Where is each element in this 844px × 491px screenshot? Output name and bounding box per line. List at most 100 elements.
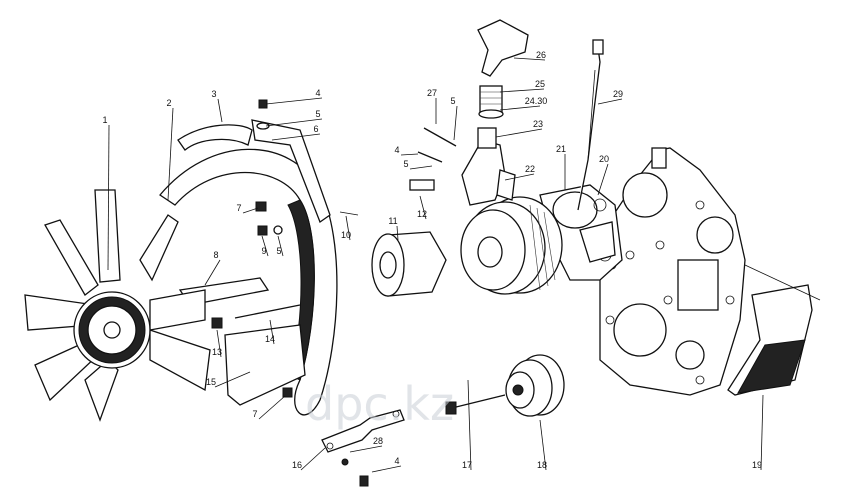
callout-7a: 7 (236, 203, 259, 214)
callout-18: 18 (537, 419, 547, 471)
fasteners (211, 99, 369, 487)
leader-line (258, 395, 286, 420)
fan-spacer-11 (371, 231, 447, 297)
leader-line (261, 235, 269, 257)
part-number-label: 5 (403, 159, 408, 169)
leader-line (409, 165, 433, 170)
callout-17: 17 (462, 379, 472, 471)
bolt-14 (234, 304, 301, 319)
leader-line (265, 97, 323, 105)
callout-12: 12 (417, 195, 427, 220)
leader-line (269, 319, 275, 345)
part-number-label: 12 (417, 209, 427, 219)
part-number-label: 7 (236, 203, 241, 213)
part-number-label: 5 (450, 96, 455, 106)
leader-line (217, 98, 223, 123)
leader-line (495, 128, 543, 138)
callout-26: 26 (513, 50, 546, 61)
part-number-label: 20 (599, 154, 609, 164)
part-number-label: 16 (292, 460, 302, 470)
callout-27: 27 (427, 88, 437, 124)
leader-line (300, 447, 326, 471)
idler-pulley-18 (505, 354, 565, 417)
leader-line (504, 173, 535, 181)
leader-line (271, 133, 321, 141)
part-number-label: 8 (213, 250, 218, 260)
part-number-label: 17 (462, 460, 472, 470)
callout-9: 9 (261, 235, 269, 257)
leader-line (277, 235, 284, 257)
leader-line (597, 98, 623, 105)
callout-5c: 5 (450, 96, 458, 141)
part-number-label: 5 (315, 109, 320, 119)
callout-5d: 5 (403, 159, 433, 170)
callout-19: 19 (752, 394, 764, 471)
part-number-label: 2 (166, 98, 171, 108)
callout-13: 13 (212, 329, 222, 358)
part-number-label: 13 (212, 347, 222, 357)
front-cover-housing (599, 147, 746, 396)
callout-20: 20 (597, 154, 609, 196)
callout-6: 6 (271, 124, 321, 141)
callout-8: 8 (204, 250, 221, 286)
leader-line (513, 57, 546, 61)
callout-2: 2 (166, 98, 174, 201)
part-number-label: 26 (536, 50, 546, 60)
leader-line (499, 105, 541, 111)
leader-line (396, 225, 399, 241)
leader-line (597, 163, 609, 196)
leader-line (167, 107, 174, 201)
part-number-label: 28 (373, 436, 383, 446)
callout-5b: 5 (276, 235, 284, 257)
leader-line (107, 124, 110, 271)
part-number-label: 10 (341, 230, 351, 240)
leader-line (453, 105, 458, 141)
shroud-panel-15 (224, 324, 306, 406)
leader-line (214, 371, 251, 388)
leader-line (345, 215, 351, 241)
bracket-19 (727, 264, 821, 396)
callout-15: 15 (206, 371, 251, 388)
part-number-label: 23 (533, 119, 543, 129)
callout-28: 28 (349, 436, 383, 453)
part-number-label: 24.30 (525, 96, 548, 106)
leader-line (204, 259, 221, 286)
leader-line (467, 379, 472, 471)
leader-line (539, 419, 547, 471)
callout-3: 3 (211, 89, 223, 123)
part-number-label: 22 (525, 164, 535, 174)
flexible-hose-29 (577, 39, 604, 211)
part-number-label: 4 (315, 88, 320, 98)
part-number-label: 29 (613, 89, 623, 99)
part-number-label: 27 (427, 88, 437, 98)
bracket-16 (321, 409, 405, 453)
fan-shroud-ring (159, 119, 359, 416)
leader-line (242, 207, 259, 214)
callout-22: 22 (504, 164, 535, 181)
leader-line (349, 445, 383, 453)
water-pump-pulley (460, 196, 563, 295)
leader-line (499, 88, 545, 93)
part-number-label: 3 (211, 89, 216, 99)
callout-1: 1 (102, 115, 110, 271)
thermostat-assembly (409, 19, 529, 206)
watermark: dpc.kz (305, 377, 454, 431)
callout-29: 29 (597, 89, 623, 105)
part-number-label: 21 (556, 144, 566, 154)
callout-4b: 4 (394, 145, 419, 156)
part-number-label: 11 (388, 216, 397, 226)
leader-line (400, 153, 419, 156)
callout-5a: 5 (265, 109, 323, 127)
callout-14: 14 (265, 319, 275, 345)
part-number-label: 14 (265, 334, 275, 344)
callout-23: 23 (495, 119, 543, 138)
callout-16: 16 (292, 447, 326, 471)
part-number-label: 4 (394, 456, 399, 466)
callout-21: 21 (556, 144, 566, 190)
callout-24.30: 24.30 (499, 96, 548, 111)
leader-line (760, 394, 764, 471)
part-number-label: 4 (394, 145, 399, 155)
